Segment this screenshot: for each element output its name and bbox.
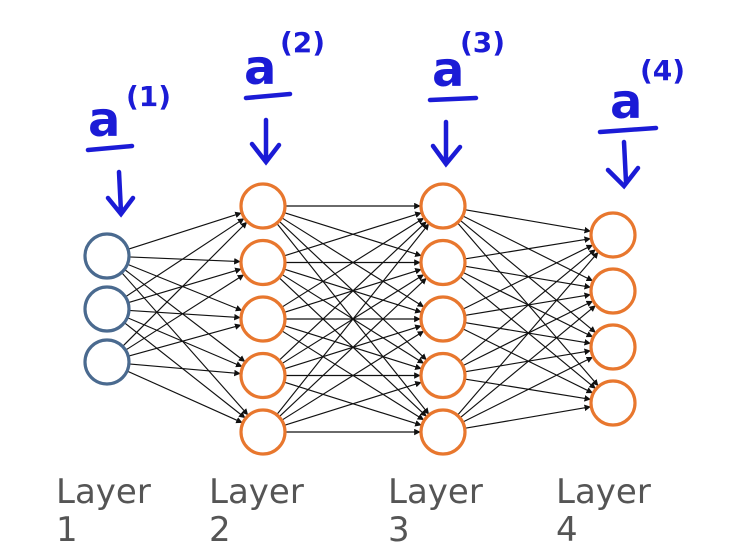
connection-l1n1-l2n1 bbox=[127, 211, 242, 250]
layer-number-1: 1 bbox=[56, 510, 78, 550]
connection-l1n2-l2n4 bbox=[127, 317, 243, 368]
activation-annotation-3: a (3) bbox=[427, 26, 505, 168]
connection-l2n5-l3n3 bbox=[281, 330, 425, 421]
connection-l1n2-l2n1 bbox=[125, 218, 245, 298]
activation-symbol-2: a bbox=[244, 40, 276, 96]
layer-label-group-3: Layer 3 bbox=[388, 472, 483, 550]
layer-label-group-2: Layer 2 bbox=[209, 472, 304, 550]
layer-label-1: Layer bbox=[56, 472, 151, 512]
down-arrow-icon bbox=[430, 119, 463, 168]
layer-number-4: 4 bbox=[556, 510, 578, 550]
layer-label-group-4: Layer 4 bbox=[556, 472, 651, 550]
annotation-underline bbox=[85, 143, 135, 153]
neurons bbox=[83, 182, 637, 456]
connection-l1n1-l2n5 bbox=[121, 272, 249, 416]
connection-l1n1-l2n3 bbox=[127, 263, 243, 312]
connection-l2n5-l3n4 bbox=[283, 381, 422, 426]
connection-l1n2-l2n2 bbox=[127, 267, 242, 304]
activation-annotation-4: a (4) bbox=[597, 54, 685, 190]
activation-symbol-1: a bbox=[88, 92, 120, 148]
neuron-layer1-1 bbox=[83, 232, 131, 280]
connection-l1n3-l2n1 bbox=[122, 221, 248, 347]
neuron-layer4-2 bbox=[589, 267, 637, 315]
connection-l2n5-l3n2 bbox=[278, 277, 427, 418]
connection-l3n4-l4n1 bbox=[459, 249, 596, 362]
neuron-layer4-3 bbox=[589, 323, 637, 371]
connection-l3n2-l4n1 bbox=[464, 236, 591, 260]
activation-superscript-3: (3) bbox=[460, 26, 505, 59]
layer-number-3: 3 bbox=[388, 510, 410, 550]
connection-l3n5-l4n2 bbox=[459, 305, 596, 419]
neuron-layer3-1 bbox=[419, 182, 467, 230]
neuron-layer2-2 bbox=[239, 238, 287, 287]
neuron-layer3-5 bbox=[419, 408, 467, 456]
down-arrow-icon bbox=[105, 169, 136, 218]
connection-l1n1-l2n2 bbox=[128, 256, 241, 265]
down-arrow-icon bbox=[249, 117, 282, 166]
connection-l1n3-l2n3 bbox=[128, 323, 242, 357]
layer-label-group-1: Layer 1 bbox=[56, 472, 151, 550]
connection-l1n2-l2n3 bbox=[128, 309, 241, 321]
layer-label-4: Layer bbox=[556, 472, 651, 512]
layer-label-2: Layer bbox=[209, 472, 304, 512]
connection-l2n5-l3n1 bbox=[276, 223, 430, 416]
neuron-layer4-4 bbox=[589, 379, 637, 427]
connections bbox=[121, 202, 599, 436]
connection-l1n1-l2n4 bbox=[124, 268, 246, 362]
layer-label-3: Layer bbox=[388, 472, 483, 512]
activation-annotation-2: a (2) bbox=[243, 26, 325, 166]
connection-l1n3-l2n2 bbox=[125, 274, 245, 351]
activation-annotation-1: a (1) bbox=[85, 80, 171, 218]
neuron-layer4-1 bbox=[589, 211, 637, 259]
connection-l1n3-l2n5 bbox=[126, 370, 243, 424]
connection-l3n5-l4n3 bbox=[462, 356, 594, 423]
activation-superscript-4: (4) bbox=[640, 54, 685, 87]
activation-superscript-2: (2) bbox=[280, 26, 325, 59]
connection-l3n1-l4n1 bbox=[464, 209, 591, 234]
activation-symbol-3: a bbox=[432, 42, 464, 98]
down-arrow-icon bbox=[605, 139, 641, 190]
neuron-layer3-3 bbox=[419, 295, 467, 343]
connection-l2n2-l3n1 bbox=[283, 211, 422, 257]
annotation-underline bbox=[427, 95, 479, 103]
connection-l3n3-l4n1 bbox=[462, 244, 593, 310]
connection-l3n5-l4n1 bbox=[456, 251, 599, 416]
connection-l1n3-l2n4 bbox=[128, 363, 241, 377]
annotation-underline bbox=[597, 125, 659, 135]
annotation-underline bbox=[243, 91, 293, 101]
neuron-layer2-1 bbox=[239, 182, 287, 230]
connection-l3n5-l4n4 bbox=[464, 404, 591, 429]
neuron-layer1-3 bbox=[83, 338, 131, 386]
neuron-layer1-2 bbox=[83, 285, 131, 333]
neuron-layer3-4 bbox=[419, 351, 467, 400]
activation-symbol-4: a bbox=[610, 74, 642, 130]
layer-number-2: 2 bbox=[209, 510, 231, 550]
neuron-layer2-5 bbox=[239, 408, 287, 456]
neuron-layer2-3 bbox=[239, 295, 287, 343]
connection-l1n2-l2n5 bbox=[123, 322, 246, 419]
connection-l2n3-l3n1 bbox=[281, 217, 425, 308]
neuron-layer3-2 bbox=[419, 238, 467, 287]
activation-superscript-1: (1) bbox=[126, 80, 171, 113]
neuron-layer2-4 bbox=[239, 351, 287, 400]
connection-l2n4-l3n1 bbox=[278, 221, 427, 361]
